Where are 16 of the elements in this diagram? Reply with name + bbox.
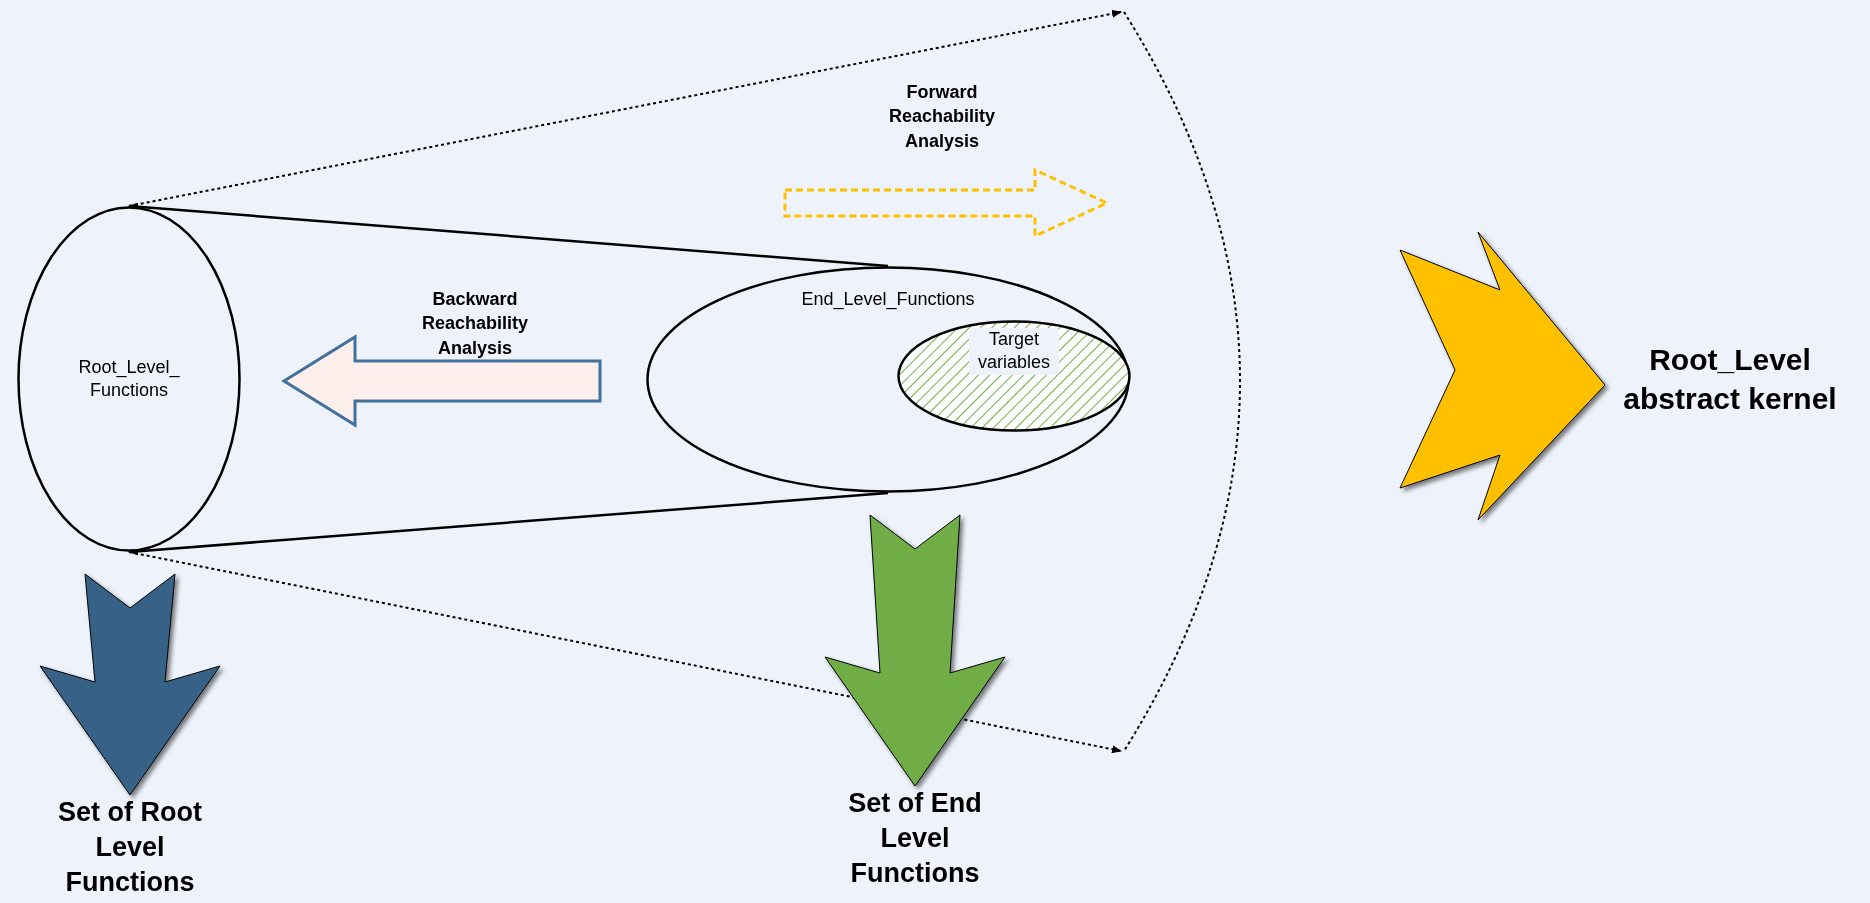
node-label: Root_Level_ Functions [77,356,181,403]
arrow-label: Backward Reachability Analysis [420,288,529,360]
caption-text: Set of Root Level Functions [30,795,230,900]
arrow [128,9,1122,207]
block-arrow [39,573,221,796]
node-label: Target variables [969,328,1059,375]
arrow [128,551,1122,754]
ellipse-node [17,206,241,552]
ellipse-node [646,266,1130,493]
caption-text: Set of End Level Functions [815,786,1015,891]
block-arrow [824,514,1006,787]
arrow-label: Forward Reachability Analysis [887,81,996,153]
caption-text: Root_Level abstract kernel [1610,340,1850,430]
block-arrow [1399,231,1606,521]
hatched-ellipse [897,320,1131,432]
node-label: End_Level_Functions [800,288,976,312]
